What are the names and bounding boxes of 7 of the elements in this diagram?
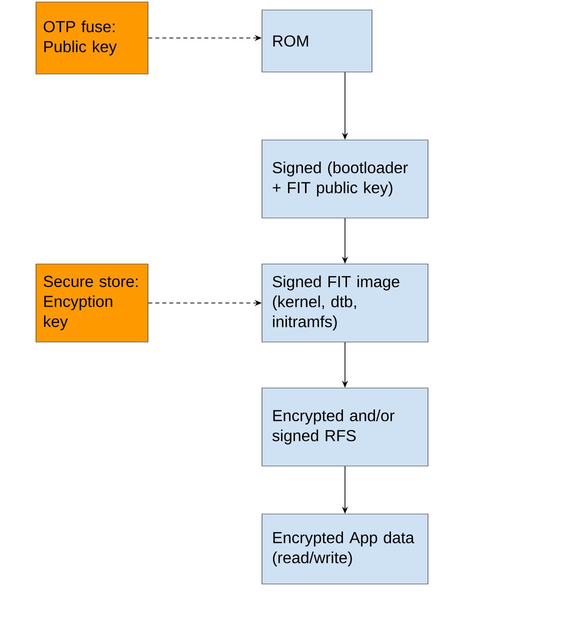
stage-box: Signed FIT image (kernel, dtb, initramfs) (262, 264, 428, 342)
stage-box: Signed (bootloader + FIT public key) (262, 140, 428, 218)
stage-box: ROM (262, 10, 372, 72)
key-box: Secure store: Encyption key (36, 264, 148, 342)
stage-box: Encrypted and/or signed RFS (262, 388, 428, 466)
stage-box: Encrypted App data (read/write) (262, 514, 428, 584)
key-box: OTP fuse: Public key (36, 2, 148, 74)
